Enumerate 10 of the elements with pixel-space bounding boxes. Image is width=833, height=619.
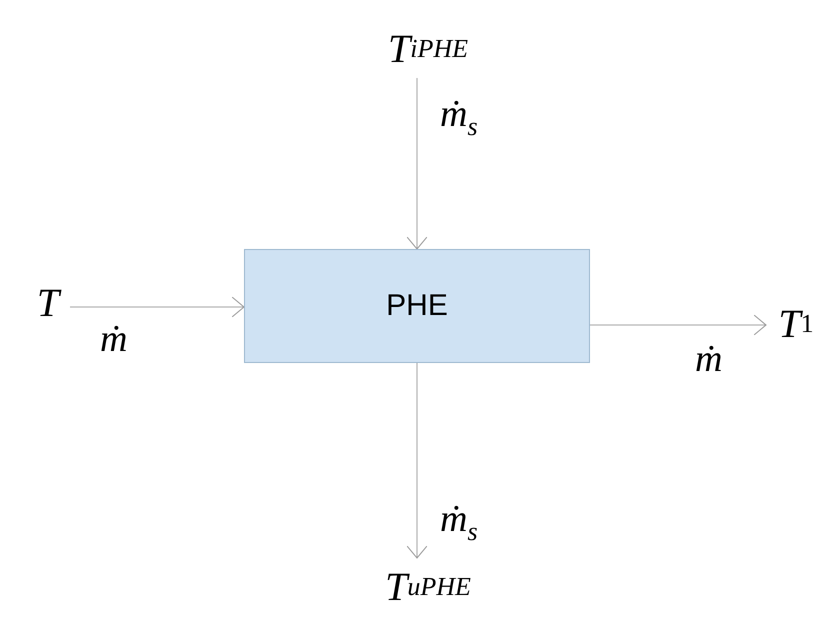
edge-label: ṁ <box>695 340 722 378</box>
arrow <box>406 362 428 558</box>
arrow <box>70 296 244 318</box>
edge-label: ṁ$_{s}$ <box>440 95 478 140</box>
process-box: PHE <box>244 249 590 363</box>
temperature-label: T <box>26 283 70 323</box>
edge-label: ṁ$_{s}$ <box>440 500 478 546</box>
arrow <box>590 314 766 336</box>
arrow <box>406 78 428 250</box>
edge-label: ṁ <box>100 320 128 358</box>
